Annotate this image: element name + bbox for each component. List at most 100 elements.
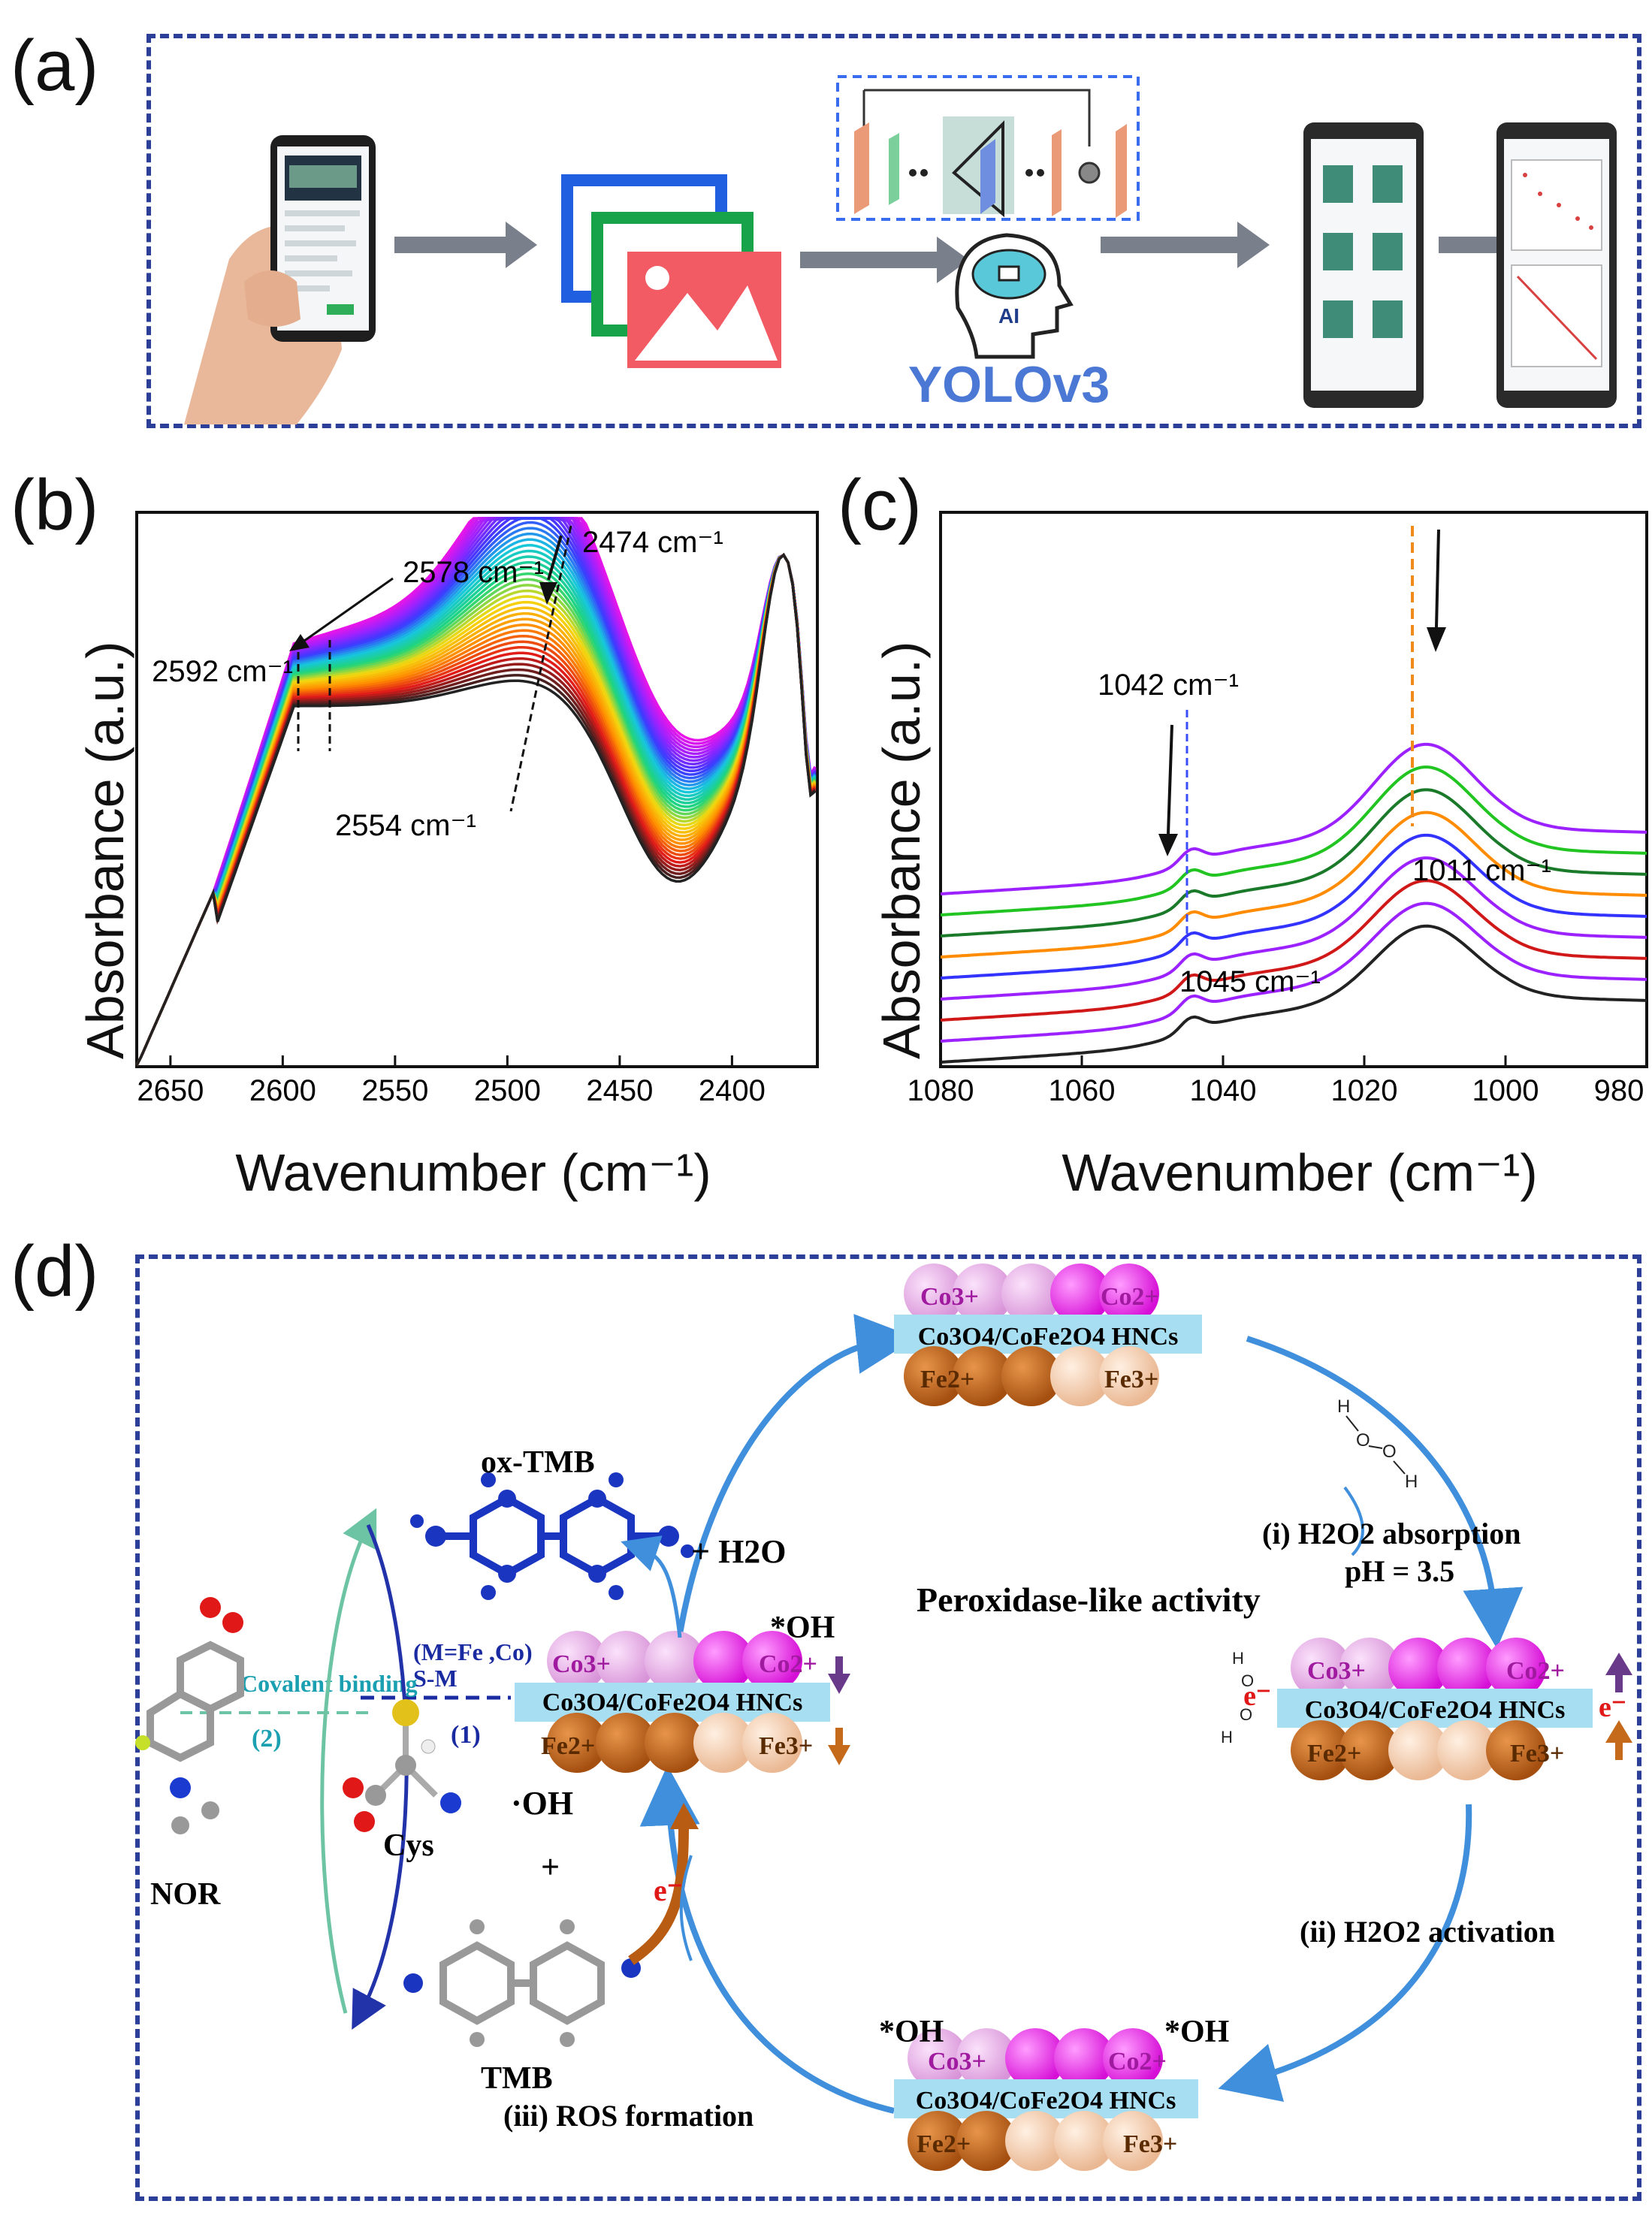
panel-b-tick-label: 2450 [586,1074,653,1107]
tmb-molecule [403,1919,641,2047]
annotation-2592: 2592 cm⁻¹ [152,655,293,688]
svg-text:Co2+: Co2+ [759,1650,817,1678]
svg-text:Co3O4/CoFe2O4 HNCs: Co3O4/CoFe2O4 HNCs [542,1689,803,1716]
annotation-1042: 1042 cm⁻¹ [1098,669,1239,702]
panel-c-ylabel: Absorbance (a.u.) [872,641,931,1059]
plus-sign: + [541,1849,560,1885]
svg-text:O: O [1241,1671,1254,1690]
flow-arrow-2 [800,237,969,283]
panel-c-tick-label: 1060 [1049,1074,1116,1107]
svg-text:(1): (1) [451,1721,481,1749]
panel-c-series-line [940,811,1647,959]
annotation-1045: 1045 cm⁻¹ [1179,965,1321,998]
yolo-network-diagram [836,75,1140,221]
svg-text:Co3O4/CoFe2O4 HNCs: Co3O4/CoFe2O4 HNCs [918,1323,1179,1351]
svg-text:*OH: *OH [879,2015,944,2049]
svg-text:Fe3+: Fe3+ [1104,1366,1158,1393]
step-iii-label: (iii) ROS formation [503,2099,754,2133]
catalyst-top: Co3+ Co2+ Co3O4/CoFe2O4 HNCs Fe2+ Fe3+ [894,1263,1202,1406]
svg-text:Co3O4/CoFe2O4 HNCs: Co3O4/CoFe2O4 HNCs [1305,1696,1566,1724]
panel-c-tick-label: 1000 [1472,1074,1539,1107]
image-stack-icon [561,174,781,368]
panel-b-tick-label: 2550 [361,1074,428,1107]
svg-text:*OH: *OH [770,1611,835,1645]
svg-text:O: O [1240,1705,1252,1724]
panel-c-series-line [940,742,1647,895]
panel-c-series-line [940,788,1647,937]
svg-text:Fe2+: Fe2+ [1307,1740,1361,1768]
ox-tmb-label: ox-TMB [481,1445,595,1480]
svg-text:e⁻: e⁻ [654,1873,683,1907]
panel-c-series-line [940,924,1647,1064]
panel-a-workflow: AI YOLOv3 [184,75,1593,424]
panel-c-series-line [940,901,1647,1043]
panel-b-axes-frame [135,511,819,1068]
panel-b-series-line [135,552,817,1066]
svg-text:Fe3+: Fe3+ [1123,2130,1177,2158]
catalyst-left: Co3+ Co2+ Co3O4/CoFe2O4 HNCs Fe2+ Fe3+ *… [361,1611,850,1773]
panel-b-ylabel: Absorbance (a.u.) [76,641,134,1059]
svg-text:*OH: *OH [1164,2015,1229,2049]
nor-molecule [135,1597,244,1834]
panel-c-tick-label: 1080 [908,1074,974,1107]
annotation-2474: 2474 cm⁻¹ [582,526,723,559]
panel-b-tick-label: 2400 [699,1074,766,1107]
svg-text:(M=Fe ,Co): (M=Fe ,Co) [413,1638,533,1665]
h2o-label: + H2O [691,1533,787,1570]
svg-text:Co3+: Co3+ [1307,1657,1366,1685]
ai-label: AI [998,304,1019,328]
svg-text:Co3+: Co3+ [552,1650,611,1678]
panel-a-frame [146,34,1641,428]
phone-result-plots-icon [1496,122,1617,408]
svg-text:S-M: S-M [413,1665,458,1692]
catalyst-right: Co3+ Co2+ Co3O4/CoFe2O4 HNCs Fe2+ Fe3+ e… [1243,1638,1632,1780]
svg-text:Co3+: Co3+ [920,1283,979,1311]
panel-c-tick-label: 980 [1594,1074,1644,1107]
step-i-label: (i) H2O2 absorption [1262,1517,1521,1550]
panel-c-series-line [940,833,1647,980]
svg-text:Fe2+: Fe2+ [917,2130,971,2158]
yolov3-label: YOLOv3 [908,356,1110,413]
ai-head-icon: AI [955,233,1074,359]
svg-text:e⁻: e⁻ [1599,1692,1626,1723]
svg-text:Co3O4/CoFe2O4 HNCs: Co3O4/CoFe2O4 HNCs [916,2087,1176,2115]
svg-text:O: O [1382,1442,1397,1462]
panel-c-series-line [940,879,1647,1022]
panel-c-series-line [940,765,1647,916]
svg-text:Co2+: Co2+ [1108,2048,1167,2076]
flow-arrow-1 [394,222,537,268]
svg-text:Co3+: Co3+ [928,2048,986,2076]
annotation-2554: 2554 cm⁻¹ [335,809,476,842]
svg-text:Fe3+: Fe3+ [1510,1740,1564,1768]
panel-d-frame [135,1254,1641,2201]
svg-text:Fe2+: Fe2+ [541,1732,595,1760]
peroxidase-title: Peroxidase-like activity [917,1580,1261,1619]
hand-holding-phone-icon [184,135,376,424]
nor-label: NOR [150,1877,221,1912]
panel-c-axes-frame [939,511,1648,1068]
flow-arrow-3 [1101,222,1270,268]
cys-molecule [343,1699,461,1832]
step-ii-label: (ii) H2O2 activation [1300,1915,1555,1949]
panel-b-xlabel: Wavenumber (cm⁻¹) [235,1143,711,1202]
catalyst-bottom: Co3+ Co2+ Co3O4/CoFe2O4 HNCs Fe2+ Fe3+ *… [879,2015,1229,2171]
panel-b-label: (b) [11,465,99,545]
panel-b-tick-label: 2600 [249,1074,316,1107]
svg-text:Co2+: Co2+ [1506,1657,1565,1685]
results-grid-phone-icon [1303,122,1424,408]
svg-text:e⁻: e⁻ [1243,1680,1271,1712]
panel-c-series [940,742,1647,1064]
panel-b-tick-label: 2650 [137,1074,204,1107]
svg-text:(2): (2) [252,1725,282,1753]
cys-label: Cys [383,1828,434,1863]
annotation-1011: 1011 cm⁻¹ [1412,854,1551,887]
svg-text:Co2+: Co2+ [1101,1283,1159,1311]
panel-c-xlabel: Wavenumber (cm⁻¹) [1062,1143,1538,1202]
ox-tmb-molecule [410,1472,694,1600]
